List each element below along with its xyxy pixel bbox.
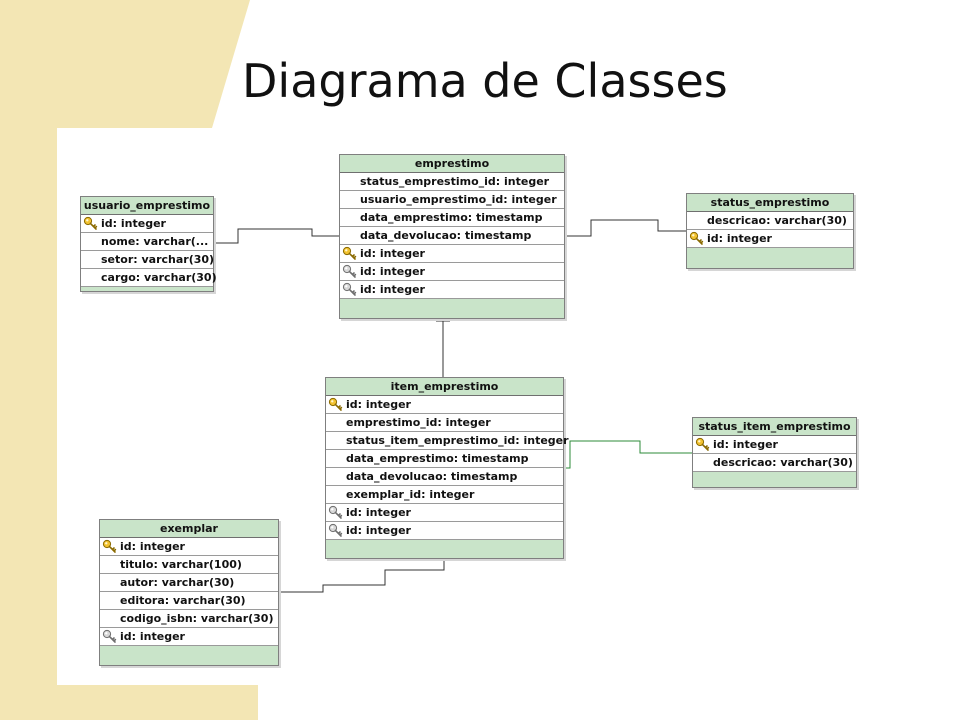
foreign-key-icon	[342, 282, 357, 297]
foreign-key-icon	[102, 629, 117, 644]
slide-title: Diagrama de Classes	[242, 54, 728, 108]
field-row[interactable]: id: integer	[326, 396, 563, 414]
field-label: descricao: varchar(30)	[713, 456, 853, 469]
field-label: emprestimo_id: integer	[346, 416, 491, 429]
field-row[interactable]: usuario_emprestimo_id: integer	[340, 191, 564, 209]
entity-exemplar[interactable]: exemplar id: integer titulo: varchar(100)…	[99, 519, 279, 666]
primary-key-icon	[328, 397, 343, 412]
field-row[interactable]: id: integer	[340, 281, 564, 299]
field-row[interactable]: cargo: varchar(30)	[81, 269, 217, 287]
entity-usuario-emprestimo[interactable]: usuario_emprestimo id: integer nome: varc…	[80, 196, 217, 292]
field-label: id: integer	[713, 438, 778, 451]
field-label: titulo: varchar(100)	[120, 558, 242, 571]
entity-item-emprestimo[interactable]: item_emprestimo id: integer emprestimo_id…	[325, 377, 569, 559]
field-label: descricao: varchar(30)	[707, 214, 847, 227]
field-row[interactable]: id: integer	[326, 522, 563, 540]
entity-header: emprestimo	[340, 155, 564, 173]
entity-footer	[693, 472, 856, 487]
entity-footer	[100, 646, 278, 665]
entity-header: status_item_emprestimo	[693, 418, 856, 436]
field-row[interactable]: data_devolucao: timestamp	[340, 227, 564, 245]
field-label: data_emprestimo: timestamp	[360, 211, 543, 224]
field-row[interactable]: editora: varchar(30)	[100, 592, 278, 610]
field-row[interactable]: id: integer	[81, 215, 213, 233]
primary-key-icon	[102, 539, 117, 554]
field-row[interactable]: emprestimo_id: integer	[326, 414, 563, 432]
field-label: id: integer	[346, 398, 411, 411]
entity-footer	[687, 248, 853, 268]
entity-header: status_emprestimo	[687, 194, 853, 212]
field-label: id: integer	[360, 247, 425, 260]
entity-header: item_emprestimo	[326, 378, 563, 396]
field-row[interactable]: setor: varchar(30)	[81, 251, 215, 269]
foreign-key-icon	[328, 505, 343, 520]
field-row[interactable]: id: integer	[693, 436, 856, 454]
field-row[interactable]: descricao: varchar(30)	[687, 212, 853, 230]
primary-key-icon	[342, 246, 357, 261]
field-label: id: integer	[360, 283, 425, 296]
field-label: codigo_isbn: varchar(30)	[120, 612, 274, 625]
entity-emprestimo[interactable]: emprestimo status_emprestimo_id: integer…	[339, 154, 565, 319]
field-row[interactable]: data_emprestimo: timestamp	[340, 209, 564, 227]
field-label: id: integer	[346, 506, 411, 519]
field-row[interactable]: status_item_emprestimo_id: integer	[326, 432, 569, 450]
field-row[interactable]: exemplar_id: integer	[326, 486, 563, 504]
field-label: id: integer	[346, 524, 411, 537]
field-label: data_emprestimo: timestamp	[346, 452, 529, 465]
entity-header: usuario_emprestimo	[81, 197, 213, 215]
field-label: data_devolucao: timestamp	[360, 229, 532, 242]
field-label: autor: varchar(30)	[120, 576, 235, 589]
entity-status-emprestimo[interactable]: status_emprestimo descricao: varchar(30)…	[686, 193, 854, 269]
primary-key-icon	[689, 231, 704, 246]
entity-footer	[326, 540, 563, 558]
field-row[interactable]: id: integer	[340, 245, 564, 263]
field-row[interactable]: data_emprestimo: timestamp	[326, 450, 563, 468]
entity-header: exemplar	[100, 520, 278, 538]
field-label: status_item_emprestimo_id: integer	[346, 434, 569, 447]
field-label: editora: varchar(30)	[120, 594, 246, 607]
field-row[interactable]: status_emprestimo_id: integer	[340, 173, 564, 191]
field-row[interactable]: nome: varchar(...	[81, 233, 213, 251]
field-row[interactable]: id: integer	[100, 538, 278, 556]
field-label: id: integer	[360, 265, 425, 278]
field-label: id: integer	[120, 540, 185, 553]
entity-status-item-emprestimo[interactable]: status_item_emprestimo id: integer descri…	[692, 417, 857, 488]
field-row[interactable]: titulo: varchar(100)	[100, 556, 278, 574]
field-label: data_devolucao: timestamp	[346, 470, 518, 483]
field-label: exemplar_id: integer	[346, 488, 475, 501]
field-label: id: integer	[707, 232, 772, 245]
field-label: usuario_emprestimo_id: integer	[360, 193, 557, 206]
field-label: status_emprestimo_id: integer	[360, 175, 550, 188]
field-row[interactable]: data_devolucao: timestamp	[326, 468, 563, 486]
field-label: id: integer	[101, 217, 166, 230]
foreign-key-icon	[342, 264, 357, 279]
field-row[interactable]: id: integer	[100, 628, 278, 646]
field-row[interactable]: id: integer	[326, 504, 563, 522]
field-label: nome: varchar(...	[101, 235, 209, 248]
field-row[interactable]: codigo_isbn: varchar(30)	[100, 610, 278, 628]
field-row[interactable]: descricao: varchar(30)	[693, 454, 856, 472]
foreign-key-icon	[328, 523, 343, 538]
primary-key-icon	[83, 216, 98, 231]
field-label: cargo: varchar(30)	[101, 271, 217, 284]
field-row[interactable]: autor: varchar(30)	[100, 574, 278, 592]
field-label: setor: varchar(30)	[101, 253, 215, 266]
field-label: id: integer	[120, 630, 185, 643]
primary-key-icon	[695, 437, 710, 452]
entity-footer	[81, 287, 213, 291]
field-row[interactable]: id: integer	[687, 230, 853, 248]
entity-footer	[340, 299, 564, 318]
field-row[interactable]: id: integer	[340, 263, 564, 281]
